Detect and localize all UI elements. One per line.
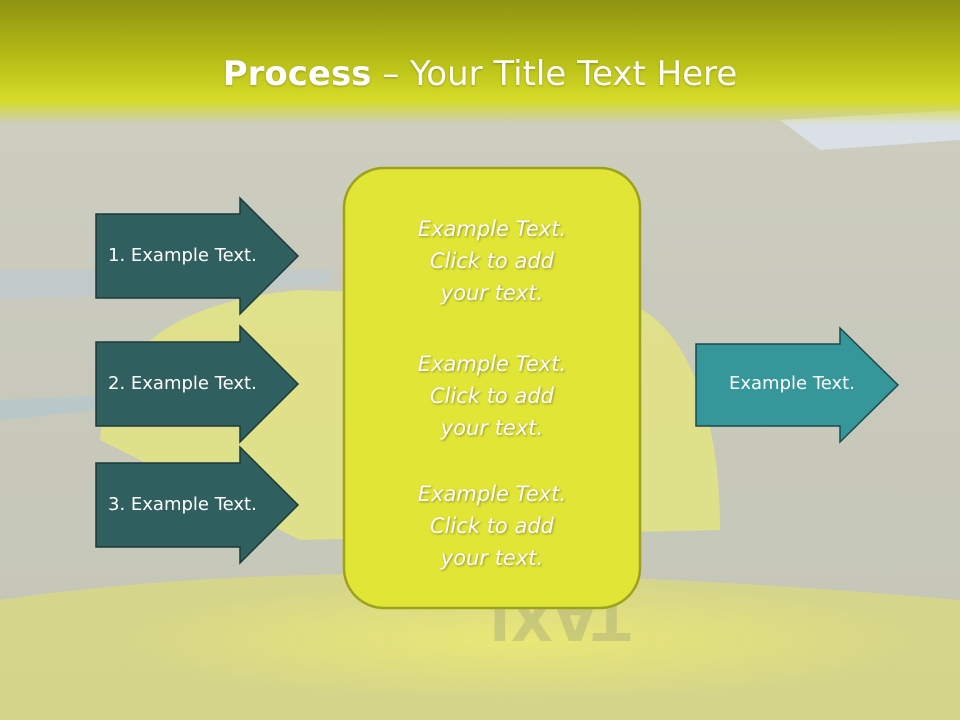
output-arrow[interactable]	[695, 326, 900, 444]
input-arrow-1[interactable]	[95, 196, 300, 316]
center-text-line: Click to add	[429, 384, 554, 408]
center-text-line: your text.	[440, 281, 544, 305]
center-text-line: your text.	[440, 416, 544, 440]
center-panel: Example Text. Click to add your text. Ex…	[344, 168, 640, 608]
input-arrow-2[interactable]	[95, 324, 300, 444]
input-arrow-2-label: 2. Example Text.	[108, 373, 257, 394]
center-text-line: Click to add	[429, 249, 554, 273]
center-text-line: Example Text.	[417, 482, 567, 506]
center-text-block-3[interactable]: Example Text. Click to add your text.	[344, 478, 640, 574]
title-bold: Process	[222, 54, 372, 94]
slide-title: Process – Your Title Text Here	[0, 52, 960, 96]
title-band	[0, 0, 960, 125]
center-text-line: Example Text.	[417, 217, 567, 241]
input-arrow-1-label: 1. Example Text.	[108, 245, 257, 266]
center-panel-shape[interactable]	[342, 166, 642, 610]
output-arrow-label: Example Text.	[729, 373, 855, 394]
center-text-block-1[interactable]: Example Text. Click to add your text.	[344, 213, 640, 309]
center-text-block-2[interactable]: Example Text. Click to add your text.	[344, 348, 640, 444]
center-text-line: Example Text.	[417, 352, 567, 376]
center-text-line: your text.	[440, 546, 544, 570]
title-rest: – Your Title Text Here	[371, 54, 738, 94]
center-text-line: Click to add	[429, 514, 554, 538]
input-arrow-3[interactable]	[95, 445, 300, 565]
input-arrow-3-label: 3. Example Text.	[108, 494, 257, 515]
